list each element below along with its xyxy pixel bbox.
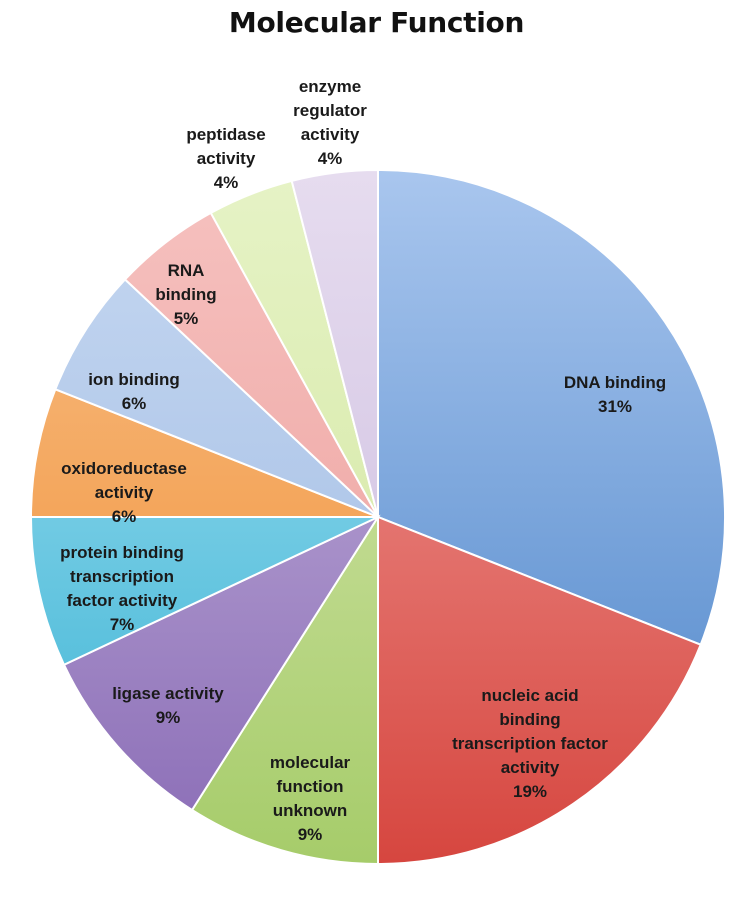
slice-label-rna-binding: RNA binding 5% <box>155 261 216 328</box>
slice-label-line: binding <box>499 710 560 729</box>
slice-label-enzyme-regulator-activity: enzyme regulator activity 4% <box>293 77 367 168</box>
slice-percent: 4% <box>318 149 343 168</box>
slice-label-line: binding <box>155 285 216 304</box>
pie-slice-ligase-activity <box>62 514 381 812</box>
pie-slice-ion-binding <box>54 278 379 518</box>
slice-label-nucleic-acid-binding-transcription-factor-activity: nucleic acid binding transcription factor a… <box>452 686 608 801</box>
slice-label-line: RNA <box>168 261 205 280</box>
slice-label-line: unknown <box>273 801 348 820</box>
pie-slice-dna-binding <box>377 168 726 647</box>
slice-label-ligase-activity: ligase activity 9% <box>112 684 224 727</box>
slice-percent: 7% <box>110 615 135 634</box>
slice-label-oxidoreductase-activity: oxidoreductase activity 6% <box>61 459 187 526</box>
pie-slice-enzyme-regulator-activity <box>290 168 379 518</box>
slice-percent: 5% <box>174 309 199 328</box>
slice-label-line: nucleic acid <box>481 686 578 705</box>
slice-label-line: factor activity <box>67 591 178 610</box>
slice-label-molecular-function-unknown: molecular function unknown 9% <box>270 753 351 844</box>
slice-label-dna-binding: DNA binding 31% <box>564 373 666 416</box>
slice-percent: 9% <box>298 825 323 844</box>
slice-percent: 19% <box>513 782 547 801</box>
slice-label-line: peptidase <box>186 125 265 144</box>
pie-slice-oxidoreductase-activity <box>29 387 379 518</box>
slice-label-line: ion binding <box>88 370 180 389</box>
slice-label-line: function <box>276 777 343 796</box>
slice-label-line: ligase activity <box>112 684 224 703</box>
slice-label-line: transcription factor <box>452 734 608 753</box>
pie-slice-protein-binding-transcription-factor-activity <box>29 516 379 667</box>
slice-label-line: activity <box>197 149 256 168</box>
slice-label-line: transcription <box>70 567 174 586</box>
slice-percent: 6% <box>122 394 147 413</box>
slice-percent: 9% <box>156 708 181 727</box>
slice-label-line: DNA binding <box>564 373 666 392</box>
slice-label-line: molecular <box>270 753 351 772</box>
slice-label-line: protein binding <box>60 543 184 562</box>
slice-label-line: activity <box>95 483 154 502</box>
slice-percent: 31% <box>598 397 632 416</box>
slice-label-line: activity <box>301 125 360 144</box>
slice-label-peptidase-activity: peptidase activity 4% <box>186 125 265 192</box>
chart-title: Molecular Function <box>228 6 525 39</box>
slice-percent: 6% <box>112 507 137 526</box>
slice-label-line: regulator <box>293 101 367 120</box>
slice-percent: 4% <box>214 173 239 192</box>
pie-slice-molecular-function-unknown <box>190 513 379 866</box>
slice-label-line: oxidoreductase <box>61 459 187 478</box>
pie-slice-nucleic-acid-binding-transcription-factor-activity <box>377 515 702 866</box>
slice-label-ion-binding: ion binding 6% <box>88 370 180 413</box>
slice-label-line: enzyme <box>299 77 361 96</box>
slice-label-protein-binding-transcription-factor-activity: protein binding transcription factor activ… <box>60 543 184 634</box>
slice-label-line: activity <box>501 758 560 777</box>
